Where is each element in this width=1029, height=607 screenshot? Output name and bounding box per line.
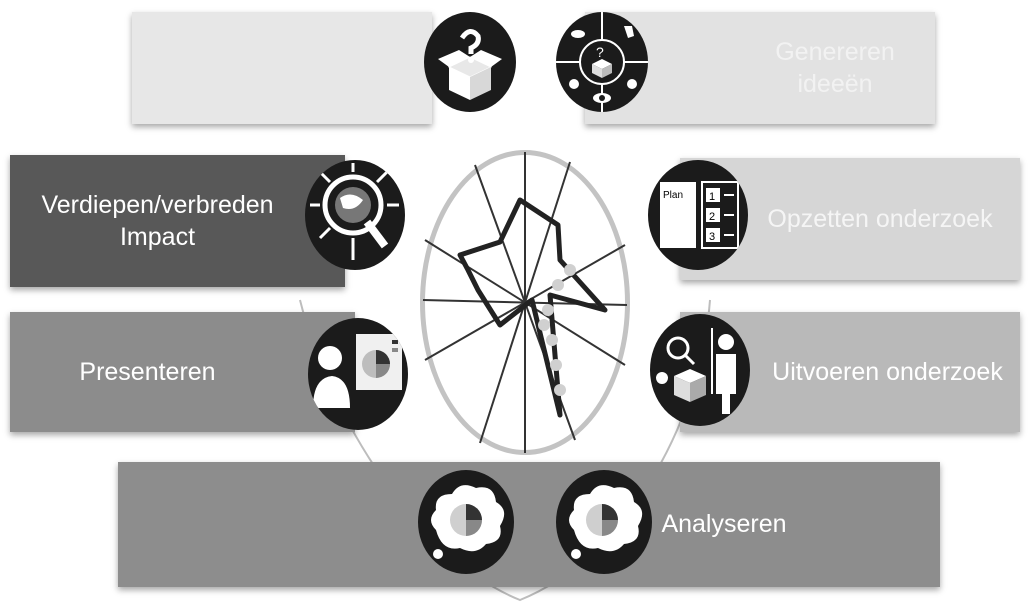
phase-bar-presenting: Presenteren: [10, 312, 355, 432]
phase-bar-deepening-impact: Verdiepen/verbreden Impact: [10, 155, 345, 287]
spider-web-diagram: [420, 150, 630, 455]
senses-icon: ?: [556, 12, 648, 112]
presenter-icon: [308, 318, 408, 430]
plan-step-3: 3: [709, 231, 715, 243]
magnifier-globe-icon: [305, 160, 405, 270]
phase-bar-top-left: [132, 12, 432, 124]
phase-label-setup-research: Opzetten onderzoek: [707, 203, 992, 236]
plan-title: Plan: [663, 190, 683, 201]
thought-pie-icon-right: [556, 470, 652, 574]
question-box-icon: [424, 12, 516, 112]
thought-pie-icon-left: [418, 470, 514, 574]
plan-step-1: 1: [709, 191, 715, 203]
research-person-icon: [650, 314, 750, 426]
phase-label-deepening-impact: Verdiepen/verbreden Impact: [41, 189, 313, 254]
svg-text:?: ?: [596, 44, 604, 60]
phase-bar-analysing: Analyseren: [118, 462, 940, 587]
plan-step-2: 2: [709, 211, 715, 223]
phase-label-analysing: Analyseren: [271, 508, 786, 541]
phase-label-generating-ideas: Genereren ideeën: [625, 36, 895, 101]
plan-board-icon: Plan 1 2 3: [648, 160, 748, 270]
phase-label-presenting: Presenteren: [79, 356, 285, 389]
